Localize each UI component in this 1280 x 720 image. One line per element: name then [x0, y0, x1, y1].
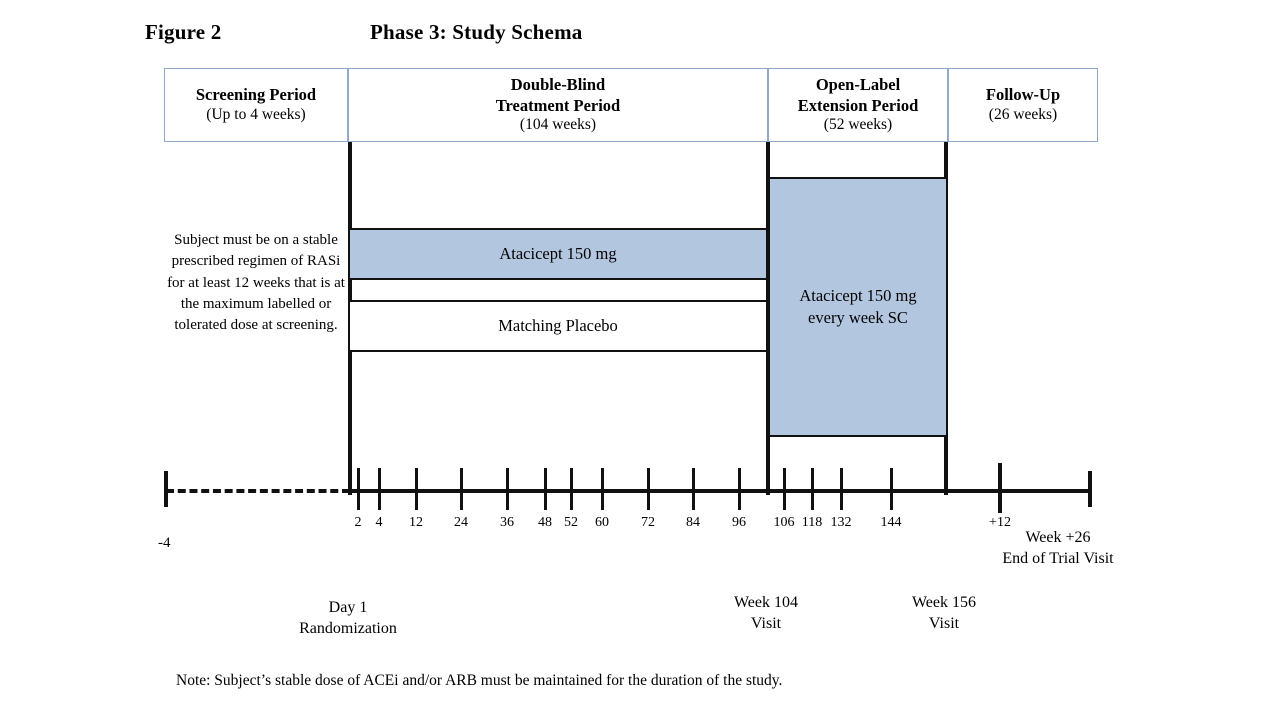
timeline-tick-48 [543, 468, 547, 510]
visit-week156-line1: Week 156 [911, 594, 977, 611]
timeline-tick-72 [646, 468, 650, 510]
timeline-start-cap [164, 471, 168, 507]
period-name-follow-up: Follow-Up [985, 85, 1061, 105]
period-header-double-blind: Double-Blind Treatment Period (104 weeks… [348, 68, 768, 142]
timeline-screening-dashed-segment [166, 489, 350, 493]
subject-criteria-note: Subject must be on a stable prescribed r… [167, 232, 345, 334]
timeline-tick-4 [377, 468, 381, 510]
timeline-tick-label-96: 96 [732, 515, 746, 530]
treatment-arm-ole-label-line1: Atacicept 150 mg [799, 285, 917, 305]
page-title: Phase 3: Study Schema [370, 20, 583, 44]
visit-callout-week104: Week 104 Visit [734, 593, 798, 635]
period-header-screening: Screening Period (Up to 4 weeks) [164, 68, 348, 142]
treatment-arm-atacicept-label: Atacicept 150 mg [499, 244, 617, 263]
visit-callout-week156: Week 156 Visit [912, 593, 976, 635]
timeline-tick-84 [691, 468, 695, 510]
timeline-tick-144 [889, 468, 893, 510]
timeline-tick-label-132: 132 [830, 515, 852, 530]
timeline-tick-132 [839, 468, 843, 510]
period-name-screening: Screening Period [195, 85, 317, 105]
timeline-tick-label-72: 72 [641, 515, 655, 530]
timeline-tick-label-144: 144 [880, 515, 902, 530]
timeline-tick-52 [569, 468, 573, 510]
timeline-tick-label-106: 106 [773, 515, 795, 530]
visit-week156-line2: Visit [928, 614, 960, 632]
treatment-arm-atacicept: Atacicept 150 mg [348, 228, 768, 280]
visit-callout-end-of-trial: Week +26 End of Trial Visit [1002, 528, 1113, 570]
period-header-follow-up: Follow-Up (26 weeks) [948, 68, 1098, 142]
period-duration-screening: (Up to 4 weeks) [206, 105, 306, 123]
treatment-arm-ole-label-line2: every week SC [808, 308, 908, 327]
timeline-tick-label-36: 36 [500, 515, 514, 530]
timeline-tick-label-plus12: +12 [989, 515, 1011, 530]
period-name-double-blind-line1: Double-Blind [510, 75, 606, 95]
figure-label: Figure 2 [145, 20, 222, 44]
treatment-arm-placebo: Matching Placebo [348, 300, 768, 352]
timeline-tick-label-48: 48 [538, 515, 552, 530]
timeline-tick-12 [414, 468, 418, 510]
visit-day1-line2: Randomization [299, 619, 397, 637]
timeline-tick-96 [737, 468, 741, 510]
timeline-tick-label-84: 84 [686, 515, 700, 530]
timeline-tick-label-12: 12 [409, 515, 423, 530]
treatment-arm-open-label-extension: Atacicept 150 mg every week SC [768, 177, 948, 437]
timeline-axis [348, 489, 1092, 493]
timeline-tick-2 [356, 468, 360, 510]
timeline-tick-label-24: 24 [454, 515, 468, 530]
timeline-tick-118 [810, 468, 814, 510]
timeline-tick-36 [505, 468, 509, 510]
visit-eot-line2: End of Trial Visit [1002, 549, 1114, 567]
period-name-open-label-line2: Extension Period [797, 95, 919, 115]
period-header-open-label: Open-Label Extension Period (52 weeks) [768, 68, 948, 142]
period-duration-open-label: (52 weeks) [823, 115, 893, 133]
timeline-tick-label-2: 2 [354, 515, 362, 530]
treatment-arm-placebo-label: Matching Placebo [498, 316, 618, 335]
timeline-end-cap [1088, 471, 1092, 507]
visit-week104-line2: Visit [750, 614, 782, 632]
period-duration-double-blind: (104 weeks) [519, 115, 597, 133]
timeline-tick-24 [459, 468, 463, 510]
period-duration-follow-up: (26 weeks) [988, 105, 1058, 123]
period-name-double-blind-line2: Treatment Period [495, 95, 621, 115]
period-name-open-label-line1: Open-Label [815, 75, 901, 95]
timeline-tick-60 [600, 468, 604, 510]
timeline-tick-label-60: 60 [595, 515, 609, 530]
figure-footnote: Note: Subject’s stable dose of ACEi and/… [176, 672, 783, 689]
visit-day1-line1: Day 1 [328, 599, 368, 616]
timeline-tick-label-118: 118 [801, 515, 823, 530]
timeline-tick-plus12 [997, 463, 1003, 513]
timeline-label-screening-start: -4 [158, 535, 171, 551]
visit-week104-line1: Week 104 [733, 594, 799, 611]
visit-eot-line1: Week +26 [1025, 529, 1091, 546]
timeline-tick-label-52: 52 [564, 515, 578, 530]
timeline-tick-label-4: 4 [375, 515, 383, 530]
timeline-tick-106 [782, 468, 786, 510]
visit-callout-day1: Day 1 Randomization [299, 598, 397, 640]
